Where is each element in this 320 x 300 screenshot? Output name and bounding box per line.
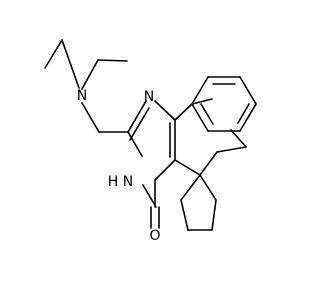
ethyl-bond: [44, 39, 63, 69]
cyclopentane-bond: [180, 174, 201, 201]
ring-bond: [191, 98, 213, 105]
ring-nitrogen-label: N: [144, 89, 154, 105]
nh-nitrogen-label: N: [123, 174, 133, 190]
ring-bond: [174, 103, 193, 121]
ring-bond: [127, 131, 143, 157]
atom-label-layer: N N N H O: [77, 88, 161, 244]
ethyl-bond: [97, 59, 128, 62]
aromatic-double-bond: [237, 103, 250, 124]
nh-hydrogen-label: H: [108, 174, 119, 190]
ring-double-bond: [129, 107, 150, 141]
aromatic-bond: [191, 76, 209, 105]
cyclopentane-bond: [180, 199, 189, 231]
aromatic-double-bond: [200, 103, 214, 125]
bond-layer: [44, 39, 257, 231]
ring-bond: [154, 100, 176, 121]
ring-bond: [230, 129, 247, 148]
amine-nitrogen-bond: [81, 102, 100, 133]
ring-bond: [142, 184, 157, 208]
ring-bond: [216, 146, 247, 153]
aromatic-bond: [239, 76, 257, 105]
ethyl-bond: [61, 39, 80, 89]
aromatic-bond: [191, 103, 209, 132]
cyclopentane-bond: [199, 174, 217, 201]
ring-bond: [154, 159, 176, 181]
aromatic-bond: [239, 103, 257, 132]
carbonyl-oxygen-label: O: [149, 228, 160, 244]
molecule-structure: N N N H O: [44, 39, 257, 244]
ring-bond: [127, 100, 147, 133]
amine-nitrogen-label: N: [77, 88, 87, 104]
ethyl-bond: [81, 59, 99, 90]
cyclopentane-bond: [211, 199, 217, 231]
ring-bond: [199, 151, 218, 176]
ring-bond: [174, 159, 201, 176]
